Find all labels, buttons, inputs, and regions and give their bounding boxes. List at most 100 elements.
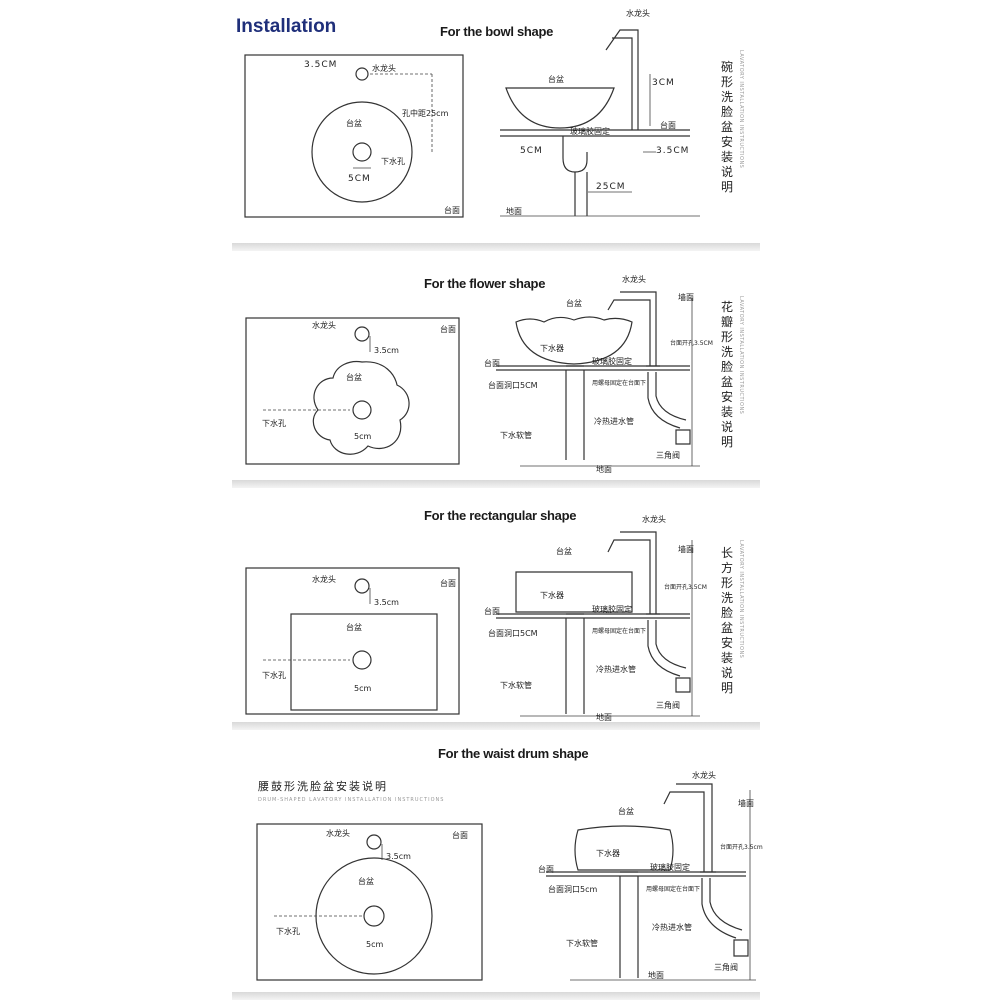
drum-side-fix-label: 用螺母固定在台面下 xyxy=(646,886,701,893)
bowl-section-divider xyxy=(232,243,760,251)
rect-side-hose-label: 冷热进水管 xyxy=(596,665,636,674)
flower-side-supply-hose xyxy=(647,372,687,429)
rect-side-basin xyxy=(515,571,633,613)
bowl-plan-faucet-hole xyxy=(355,67,369,81)
rect-side-fix-label: 用螺母固定在台面下 xyxy=(592,628,647,635)
rect-side-wall-floor xyxy=(520,540,700,717)
drum-en-title: DRUM-SHAPED LAVATORY INSTALLATION INSTRU… xyxy=(258,797,445,803)
rect-section xyxy=(232,490,760,722)
drum-side-drain-hose-label: 下水软管 xyxy=(566,939,598,948)
drum-side-faucet-hole-label: 台面开孔3.5cm xyxy=(720,844,763,851)
rect-plan-basin-label: 台盆 xyxy=(346,623,362,632)
flower-plan-hole-dim: 3.5cm xyxy=(374,346,399,355)
flower-side-glass-label: 玻璃胶固定 xyxy=(592,357,632,366)
rect-side-diagram xyxy=(496,531,700,717)
drum-side-faucet xyxy=(663,783,713,872)
bowl-side-height-dim: 3CM xyxy=(652,78,675,88)
rect-section-divider xyxy=(232,722,760,730)
bowl-side-counter-label: 台面 xyxy=(660,121,676,130)
drum-plan-counter-label: 台面 xyxy=(452,831,468,840)
rect-side-subtitle: LAVATORY INSTALLATION INSTRUCTIONS xyxy=(738,540,744,659)
bowl-side-dim-lines xyxy=(643,74,656,153)
drum-heading: For the waist drum shape xyxy=(438,746,589,761)
drum-plan-faucet-hole xyxy=(366,834,382,850)
flower-side-title: 花瓣形洗脸盆安装说明 xyxy=(720,300,733,449)
bowl-plan-diagram xyxy=(244,54,464,218)
flower-plan-basin-outline xyxy=(312,360,410,455)
rect-plan-hole-dim: 3.5cm xyxy=(374,598,399,607)
rect-heading: For the rectangular shape xyxy=(424,508,577,523)
rect-plan-faucet-hole xyxy=(354,578,370,594)
bowl-side-counter xyxy=(500,129,690,137)
drum-side-valve-label: 三角阀 xyxy=(714,963,738,972)
bowl-side-hole-dim: 3.5CM xyxy=(656,146,690,156)
flower-plan-drain-hole xyxy=(352,400,372,420)
flower-plan-faucet-hole xyxy=(354,326,370,342)
flower-side-diagram xyxy=(496,291,700,467)
rect-side-wall-label: 墙面 xyxy=(678,545,694,554)
bowl-plan-distance-label: 孔中距25cm xyxy=(402,109,449,118)
rect-side-basin-label: 台盆 xyxy=(556,547,572,556)
bowl-side-floor-label: 地面 xyxy=(506,207,522,216)
flower-side-basin xyxy=(515,316,633,365)
rect-plan-drain-dim: 5cm xyxy=(354,684,372,693)
bowl-side-glass-label: 玻璃胶固定 xyxy=(570,127,610,136)
flower-side-fix-label: 用螺母固定在台面下 xyxy=(592,380,647,387)
bowl-side-subtitle: LAVATORY INSTALLATION INSTRUCTIONS xyxy=(738,50,744,169)
flower-side-floor-label: 地面 xyxy=(596,465,612,474)
bowl-side-floor-line xyxy=(500,191,700,217)
rect-side-valve xyxy=(675,677,691,693)
rect-plan-faucet-label: 水龙头 xyxy=(312,575,336,584)
flower-side-faucet-label: 水龙头 xyxy=(622,275,646,284)
flower-plan-counter-label: 台面 xyxy=(440,325,456,334)
drum-side-floor-label: 地面 xyxy=(648,971,664,980)
flower-side-hose-label: 冷热进水管 xyxy=(594,417,634,426)
bowl-side-drain-dim: 5CM xyxy=(520,146,543,156)
drum-side-glass-label: 玻璃胶固定 xyxy=(650,863,690,872)
drum-section-divider xyxy=(232,992,760,1000)
flower-heading: For the flower shape xyxy=(424,276,546,291)
rect-side-drain-label: 下水器 xyxy=(540,591,564,600)
rect-plan-counter-outline xyxy=(245,567,460,715)
drum-side-counter-hole-label: 台面洞口5cm xyxy=(548,885,598,894)
drum-plan-hole-dim: 3.5cm xyxy=(386,852,411,861)
flower-side-wall-floor xyxy=(520,298,700,467)
drum-side-counter-label: 台面 xyxy=(538,865,554,874)
page-title: Installation xyxy=(236,16,337,37)
rect-plan-drain-label: 下水孔 xyxy=(262,671,286,680)
flower-side-wall-label: 墙面 xyxy=(678,293,694,302)
bowl-plan-faucet-label: 水龙头 xyxy=(372,64,396,73)
bowl-side-faucet-label: 水龙头 xyxy=(626,9,650,18)
bowl-plan-distance-line xyxy=(370,73,433,152)
rect-plan-drain-hole xyxy=(352,650,372,670)
flower-side-valve-label: 三角阀 xyxy=(656,451,680,460)
flower-plan-faucet-label: 水龙头 xyxy=(312,321,336,330)
rect-side-valve-label: 三角阀 xyxy=(656,701,680,710)
flower-side-faucet-hole-label: 台面开孔3.5CM xyxy=(670,340,713,347)
flower-plan-counter-outline xyxy=(245,317,460,465)
bowl-side-distance-dim: 25CM xyxy=(596,182,626,192)
rect-side-faucet-label: 水龙头 xyxy=(642,515,666,524)
flower-side-counter-label: 台面 xyxy=(484,359,500,368)
bowl-plan-drain-hole xyxy=(352,142,372,162)
bowl-plan-counter-label: 台面 xyxy=(444,206,460,215)
flower-side-drain-hose-label: 下水软管 xyxy=(500,431,532,440)
flower-side-basin-label: 台盆 xyxy=(566,299,582,308)
bowl-side-basin xyxy=(505,87,615,129)
rect-side-title: 长方形洗脸盆安装说明 xyxy=(720,546,733,695)
flower-plan-drain-dim: 5cm xyxy=(354,432,372,441)
drum-plan-faucet-label: 水龙头 xyxy=(326,829,350,838)
flower-side-counter-hole-label: 台面洞口5CM xyxy=(488,381,538,390)
drum-side-supply-hose xyxy=(701,878,743,939)
flower-side-valve xyxy=(675,429,691,445)
bowl-side-diagram xyxy=(500,29,700,217)
flower-plan-drain-label: 下水孔 xyxy=(262,419,286,428)
bowl-heading: For the bowl shape xyxy=(440,24,554,39)
drum-plan-counter-outline xyxy=(256,823,483,981)
rect-side-glass-label: 玻璃胶固定 xyxy=(592,605,632,614)
drum-side-drain-hose xyxy=(619,876,639,978)
drum-side-hose-label: 冷热进水管 xyxy=(652,923,692,932)
